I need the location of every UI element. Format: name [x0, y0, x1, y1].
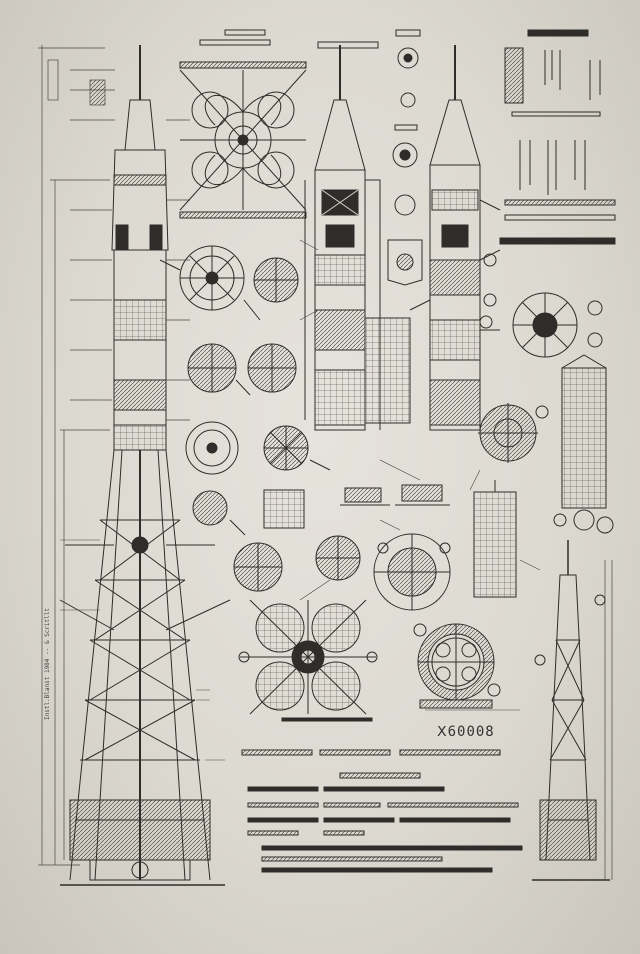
dimension-lines-left	[38, 45, 190, 866]
legend-bars	[241, 717, 523, 873]
top-quad-plan	[179, 29, 307, 219]
small-component-column	[387, 29, 423, 286]
main-rocket-tower	[59, 45, 231, 886]
leader-lines	[60, 239, 541, 761]
top-right-schematics	[499, 29, 616, 245]
large-disc-right	[373, 533, 451, 611]
wheel-components	[159, 245, 361, 592]
right-tower	[532, 540, 613, 881]
right-modules	[478, 292, 614, 534]
instrument-boxes	[263, 480, 517, 598]
gear-assembly	[413, 623, 501, 709]
center-rocket-section	[304, 41, 411, 431]
drawing-code-label: Ⅹ60008	[437, 724, 495, 740]
rosette-cluster	[238, 599, 378, 715]
left-vertical-note: Instl.Blanst 1984 -- & Scritllt	[44, 608, 51, 720]
right-rocket-section	[409, 45, 501, 431]
